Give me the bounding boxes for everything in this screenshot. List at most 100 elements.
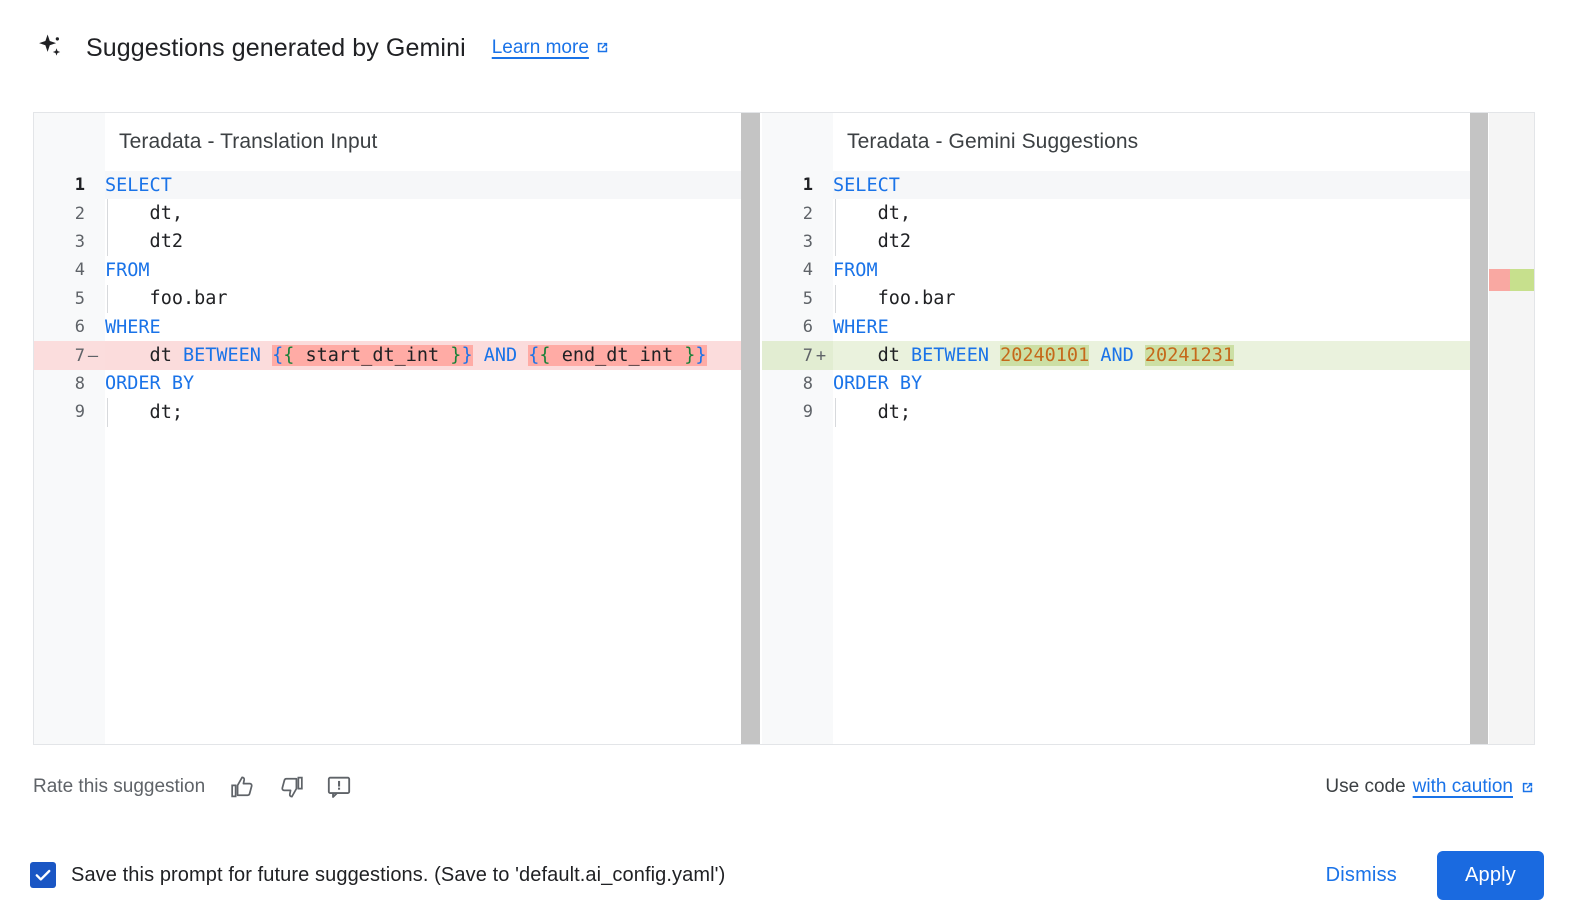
minimap-deleted-marker (1489, 269, 1510, 291)
indent-guide (107, 227, 108, 257)
code-token: foo.bar (833, 288, 956, 310)
code-line: dt BETWEEN 20240101 AND 20241231 (833, 341, 1534, 370)
line-number: 4 (74, 260, 85, 281)
indent-guide (835, 227, 837, 257)
code-token: dt, (105, 203, 183, 225)
code-line: dt; (105, 398, 760, 427)
code-line: WHERE (105, 313, 760, 341)
code-token: foo.bar (105, 288, 228, 310)
code-token: FROM (833, 259, 878, 281)
line-number: 1 (802, 175, 814, 196)
code-line: ORDER BY (833, 370, 1534, 398)
code-token: ORDER BY (105, 373, 195, 395)
code-line: FROM (833, 256, 1534, 284)
indent-guide (835, 199, 837, 228)
code-line: dt2 (105, 227, 760, 257)
code-token: dt (105, 345, 183, 367)
code-token: { (528, 345, 540, 367)
vertical-scrollbar-right[interactable] (1470, 113, 1489, 744)
check-icon (35, 869, 51, 881)
pane-divider (760, 113, 763, 744)
code-token: WHERE (105, 316, 161, 338)
code-token (989, 345, 1000, 366)
line-number: 3 (74, 231, 85, 252)
code-token: FROM (105, 259, 150, 281)
line-numbers-right: 1 2 3 4 5 6 7+ 8 9 (762, 171, 834, 427)
code-token (1134, 345, 1145, 366)
code-token: AND (483, 345, 518, 367)
code-token: } (450, 345, 462, 367)
code-token: end_dt_int (550, 345, 685, 367)
code-token: { (272, 345, 284, 367)
code-token: start_dt_int (294, 345, 451, 367)
line-number: 2 (802, 203, 814, 224)
code-line: dt2 (833, 227, 1534, 257)
line-number: 9 (802, 402, 814, 423)
indent-guide (835, 398, 837, 427)
external-link-icon (597, 42, 608, 53)
code-line: foo.bar (105, 284, 760, 313)
code-line: ORDER BY (105, 370, 760, 398)
pane-title-left: Teradata - Translation Input (105, 113, 761, 171)
learn-more-link[interactable]: Learn more (492, 37, 610, 59)
code-line: dt, (105, 199, 760, 228)
code-token: { (283, 345, 295, 367)
code-line: dt, (833, 199, 1534, 228)
code-token: dt, (833, 203, 911, 225)
code-token: dt2 (105, 231, 183, 253)
minimap-added-marker (1510, 269, 1534, 291)
line-number: 7– (34, 341, 105, 370)
code-token: } (684, 345, 696, 367)
code-token: ORDER BY (833, 373, 923, 395)
pane-title-right: Teradata - Gemini Suggestions (833, 113, 1534, 171)
report-feedback-icon[interactable] (323, 771, 355, 803)
line-number-gutter-right: 1 2 3 4 5 6 7+ 8 9 (762, 113, 834, 744)
code-line: dt BETWEEN {{ start_dt_int }} AND {{ end… (105, 341, 761, 370)
indent-guide (107, 199, 108, 228)
code-token: dt (833, 345, 911, 367)
line-number: 1 (74, 175, 85, 196)
thumb-down-icon[interactable] (275, 771, 307, 803)
code-token: 20241231 (1144, 345, 1235, 367)
diff-pane-right: 1 2 3 4 5 6 7+ 8 9 Teradata - Gemini Suggestions… (762, 113, 1534, 744)
code-line: WHERE (833, 313, 1534, 341)
diff-minimap[interactable] (1488, 113, 1534, 744)
suggestions-header: Suggestions generated by Gemini Learn mo… (0, 0, 1574, 95)
line-number: 6 (802, 317, 814, 338)
code-line: FROM (105, 256, 760, 284)
code-token: SELECT (105, 174, 172, 196)
code-token: { (539, 345, 551, 367)
save-prompt-label: Save this prompt for future suggestions.… (71, 863, 726, 886)
indent-guide (835, 284, 837, 313)
code-token: } (695, 345, 707, 367)
page-title: Suggestions generated by Gemini (86, 33, 466, 62)
code-column-right[interactable]: Teradata - Gemini Suggestions SELECT dt,… (833, 113, 1534, 744)
code-token: dt; (833, 401, 911, 423)
dismiss-button[interactable]: Dismiss (1310, 854, 1413, 897)
gutter-title-spacer-left (34, 113, 105, 171)
code-token (517, 345, 528, 366)
line-number: 5 (802, 288, 814, 309)
line-number: 8 (802, 373, 814, 394)
code-token: } (461, 345, 473, 367)
line-number: 8 (74, 373, 85, 394)
thumb-up-icon[interactable] (227, 771, 259, 803)
with-caution-label: with caution (1412, 776, 1513, 797)
code-column-left[interactable]: Teradata - Translation Input SELECT dt, … (105, 113, 761, 744)
line-number: 3 (802, 231, 814, 252)
code-line: SELECT (105, 171, 761, 200)
gutter-title-spacer-right (762, 113, 834, 171)
code-line: foo.bar (833, 284, 1534, 313)
save-prompt-checkbox[interactable] (30, 862, 56, 888)
with-caution-link[interactable]: with caution (1413, 776, 1535, 798)
use-code-prefix: Use code (1325, 776, 1406, 797)
vertical-scrollbar-left[interactable] (741, 113, 761, 744)
apply-button[interactable]: Apply (1436, 850, 1544, 900)
code-line: SELECT (833, 171, 1534, 200)
line-number: 7+ (762, 341, 834, 370)
line-number: 4 (802, 260, 814, 281)
